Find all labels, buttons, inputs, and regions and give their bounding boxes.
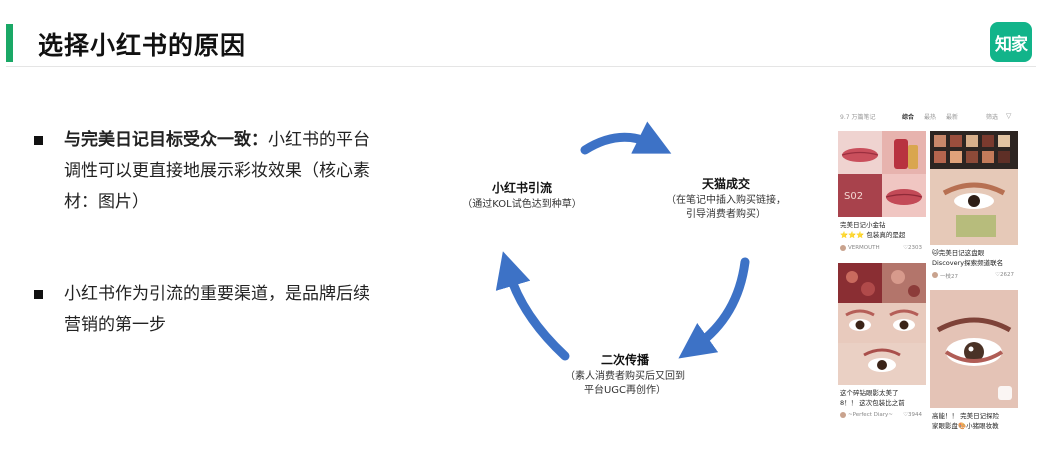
lipstick-photo: S02 bbox=[838, 131, 926, 217]
note-likes: ♡3944 bbox=[903, 412, 922, 418]
note-meta: 一枝27 ♡2627 bbox=[932, 271, 1016, 280]
note-caption-line1: 🐱完美日记这盘眼 bbox=[932, 249, 985, 257]
note-author: ~Perfect Diary~ bbox=[848, 412, 893, 418]
bullet-body: 小红书作为引流的重要渠道，是品牌后续营销的第一步 bbox=[64, 284, 370, 335]
search-tabs: 9.7 万篇笔记 综合 最热 最新 筛选 ▽ bbox=[840, 110, 1016, 122]
cycle-node-tmall-deal: 天猫成交 （在笔记中插入购买链接， 引导消费者购买） bbox=[663, 176, 789, 222]
note-caption-line1: 这个碎钻眼影太美了 bbox=[840, 389, 899, 397]
note-likes: ♡2627 bbox=[995, 272, 1014, 278]
bullet-square-icon bbox=[34, 290, 43, 299]
arrow-xhs-to-tmall bbox=[580, 121, 672, 155]
node-desc-line1: （素人消费者购买后又回到 bbox=[565, 371, 685, 382]
cycle-diagram bbox=[495, 121, 750, 361]
avatar bbox=[840, 245, 846, 251]
note-card[interactable]: 这个碎钻眼影太美了 8！！ 这次包装比之前 ~Perfect Diary~ ♡3… bbox=[838, 263, 926, 423]
bullet-strong-label: 与完美日记目标受众一致： bbox=[64, 130, 268, 150]
avatar bbox=[840, 412, 846, 418]
xhs-app-screenshot: 9.7 万篇笔记 综合 最热 最新 筛选 ▽ S02 完美日记小金钻 bbox=[836, 104, 1020, 432]
bullet-text: 与完美日记目标受众一致：小红书的平台调性可以更直接地展示彩妆效果（核心素材：图片… bbox=[34, 125, 374, 218]
note-caption-line2: 8！！ 这次包装比之前 bbox=[840, 399, 905, 407]
note-likes: ♡2303 bbox=[903, 245, 922, 251]
node-desc-line2: 引导消费者购买） bbox=[686, 209, 766, 220]
note-author: VERMOUTH bbox=[848, 245, 880, 251]
bullet-body: 小红书的平台调性可以更直接地展示彩妆效果（核心素材：图片） bbox=[64, 130, 370, 212]
tab-new[interactable]: 最新 bbox=[946, 114, 959, 121]
palette-photo bbox=[930, 131, 1018, 245]
filter-button[interactable]: 筛选 bbox=[986, 114, 999, 121]
note-card[interactable]: S02 完美日记小金钻 ⭐⭐⭐ 包装真的是超 VERMOUTH ♡2303 bbox=[838, 131, 926, 260]
page-title: 选择小红书的原因 bbox=[38, 31, 247, 60]
notes-count: 9.7 万篇笔记 bbox=[840, 114, 876, 121]
cycle-node-secondary-spread: 二次传播 （素人消费者购买后又回到 平台UGC再创作） bbox=[552, 352, 698, 398]
tab-all[interactable]: 综合 bbox=[902, 114, 915, 121]
node-desc: （通过KOL试色达到种草） bbox=[462, 199, 582, 210]
arrow-tmall-to-spread bbox=[678, 257, 750, 359]
arrow-spread-to-xhs bbox=[495, 251, 570, 361]
eyeshadow-photo bbox=[838, 263, 926, 385]
note-caption-line2: Discovery探索频道联名 bbox=[932, 259, 1004, 267]
tab-hot[interactable]: 最热 bbox=[924, 114, 937, 121]
note-meta: VERMOUTH ♡2303 bbox=[840, 244, 924, 253]
bullet-square-icon bbox=[34, 136, 43, 145]
eye-makeup-photo bbox=[930, 290, 1018, 408]
note-caption-line2: ⭐⭐⭐ 包装真的是超 bbox=[840, 231, 906, 239]
bullet-item-target-audience: 与完美日记目标受众一致：小红书的平台调性可以更直接地展示彩妆效果（核心素材：图片… bbox=[34, 125, 374, 218]
bullet-item-traffic-channel: 小红书作为引流的重要渠道，是品牌后续营销的第一步 bbox=[34, 279, 374, 341]
note-author: 一枝27 bbox=[940, 274, 958, 280]
header-divider bbox=[6, 66, 1036, 67]
note-meta: ~Perfect Diary~ ♡3944 bbox=[840, 411, 924, 420]
svg-text:S02: S02 bbox=[844, 191, 863, 202]
node-desc-line1: （在笔记中插入购买链接， bbox=[666, 195, 786, 206]
node-desc-line2: 平台UGC再创作） bbox=[583, 385, 667, 396]
filter-icon[interactable]: ▽ bbox=[1006, 112, 1012, 120]
bullet-text: 小红书作为引流的重要渠道，是品牌后续营销的第一步 bbox=[34, 279, 374, 341]
note-card[interactable]: 高能！！ 完美日记探险 家眼影盘🎨小猪眼妆教 bbox=[930, 290, 1018, 432]
note-caption-line1: 完美日记小金钻 bbox=[840, 221, 886, 229]
avatar bbox=[932, 272, 938, 278]
title-accent-bar bbox=[6, 24, 13, 62]
note-card[interactable]: 🐱完美日记这盘眼 Discovery探索频道联名 一枝27 ♡2627 bbox=[930, 131, 1018, 283]
node-title: 二次传播 bbox=[600, 353, 649, 367]
brand-logo: 知家 bbox=[990, 22, 1032, 62]
note-caption-line2: 家眼影盘🎨小猪眼妆教 bbox=[932, 422, 999, 430]
note-caption-line1: 高能！！ 完美日记探险 bbox=[932, 412, 1000, 420]
node-title: 小红书引流 bbox=[491, 181, 552, 195]
cycle-node-xhs-traffic: 小红书引流 （通过KOL试色达到种草） bbox=[462, 180, 582, 212]
node-title: 天猫成交 bbox=[701, 177, 750, 191]
